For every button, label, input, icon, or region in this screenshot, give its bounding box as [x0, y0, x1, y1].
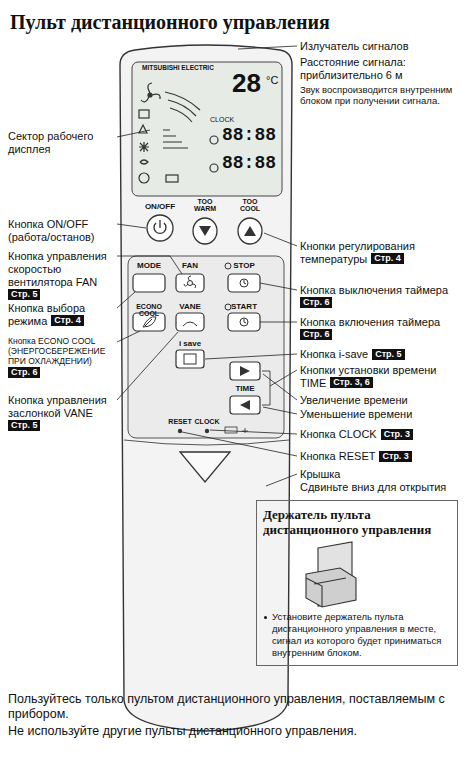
button-label: ON/OFF	[140, 203, 180, 211]
button-label: TOO COOL	[234, 198, 266, 213]
page-badge: Стр. 6	[8, 367, 40, 378]
button-label: ECONO COOL	[126, 303, 172, 318]
button-label: MODE	[131, 262, 167, 270]
page-badge: Стр. 4	[371, 253, 403, 264]
holder-box: Держатель пульта дистанционного управлен…	[256, 500, 458, 666]
callout-label: Кнопка ECONO COOL (ЭНЕРГОСБЕРЕЖЕНИЕ ПРИ …	[8, 336, 114, 366]
badge-text: Стр. 6	[303, 297, 329, 307]
page-badge: Стр. 5	[8, 289, 40, 300]
holder-note: Установите держатель пульта дистанционно…	[263, 611, 451, 659]
button-label: CLOCK	[194, 418, 220, 425]
button-label: TIME	[230, 385, 260, 393]
badge-text: Стр. 6	[11, 367, 37, 377]
badge-text: Стр. 5	[11, 420, 37, 430]
page-badge: Стр. 3, 6	[330, 377, 372, 388]
callout-label: Звук воспроизводится внутренним блоком п…	[300, 84, 460, 106]
callout-label: Излучатель сигналов	[300, 40, 460, 53]
callout-label: Расстояние сигнала: приблизительно 6 м	[300, 56, 460, 82]
callout-label: Кнопка управления скоростью вентилятора …	[8, 250, 114, 289]
page-badge: Стр. 5	[372, 349, 404, 360]
page-badge: Стр. 3	[379, 451, 411, 462]
button-label: FAN	[175, 262, 205, 270]
button-label: STOP	[229, 262, 259, 270]
callout-label: Увеличение времени	[300, 394, 460, 407]
callout-label: Кнопка включения таймера	[300, 316, 460, 329]
button-label: START	[229, 303, 259, 311]
callout-label: Сектор рабочего дисплея	[8, 130, 114, 156]
note-text: Не используйте другие пульты дистанционн…	[8, 724, 460, 739]
badge-text: Стр. 4	[374, 253, 400, 263]
page-badge: Стр. 5	[8, 420, 40, 431]
brand-logo: MITSUBISHI ELECTRIC	[142, 65, 242, 72]
badge-text: Стр. 3	[382, 451, 408, 461]
display-text: CLOCK	[210, 116, 240, 123]
display-time: 88:88	[222, 154, 282, 173]
callout-label: Крышка	[300, 468, 460, 481]
badge-text: Стр. 5	[11, 289, 37, 299]
page-badge: Стр. 4	[51, 315, 83, 326]
page-badge: Стр. 6	[300, 297, 332, 308]
note-text: Пользуйтесь только пультом дистанционног…	[8, 692, 460, 722]
page-badge: Стр. 3	[381, 429, 413, 440]
callout-label: Уменьшение времени	[300, 408, 460, 421]
callout-label: Сдвиньте вниз для открытия	[300, 481, 460, 494]
bullet-dot	[264, 616, 267, 619]
badge-text: Стр. 5	[375, 349, 401, 359]
callout-label: Кнопка выключения таймера	[300, 284, 460, 297]
badge-text: Стр. 6	[303, 329, 329, 339]
button-label: RESET	[167, 418, 193, 425]
display-time: 88:88	[222, 126, 282, 145]
badge-text: Стр. 4	[54, 315, 80, 325]
callout-label: Кнопка ON/OFF (работа/останов)	[8, 218, 114, 244]
callout-label: Кнопка управления заслонкой VANE	[8, 394, 114, 420]
button-label: TOO WARM	[189, 198, 221, 213]
badge-text: Стр. 3	[384, 429, 410, 439]
page-badge: Стр. 6	[300, 329, 332, 340]
button-label: i save	[175, 340, 205, 348]
callout-label: Кнопки установки времени TIME	[300, 364, 460, 390]
button-label: VANE	[175, 303, 205, 311]
page-title: Пульт дистанционного управления	[10, 10, 300, 34]
badge-text: Стр. 3, 6	[333, 377, 369, 387]
holder-heading: Держатель пульта дистанционного управлен…	[263, 507, 451, 537]
display-unit: °C	[266, 75, 282, 87]
